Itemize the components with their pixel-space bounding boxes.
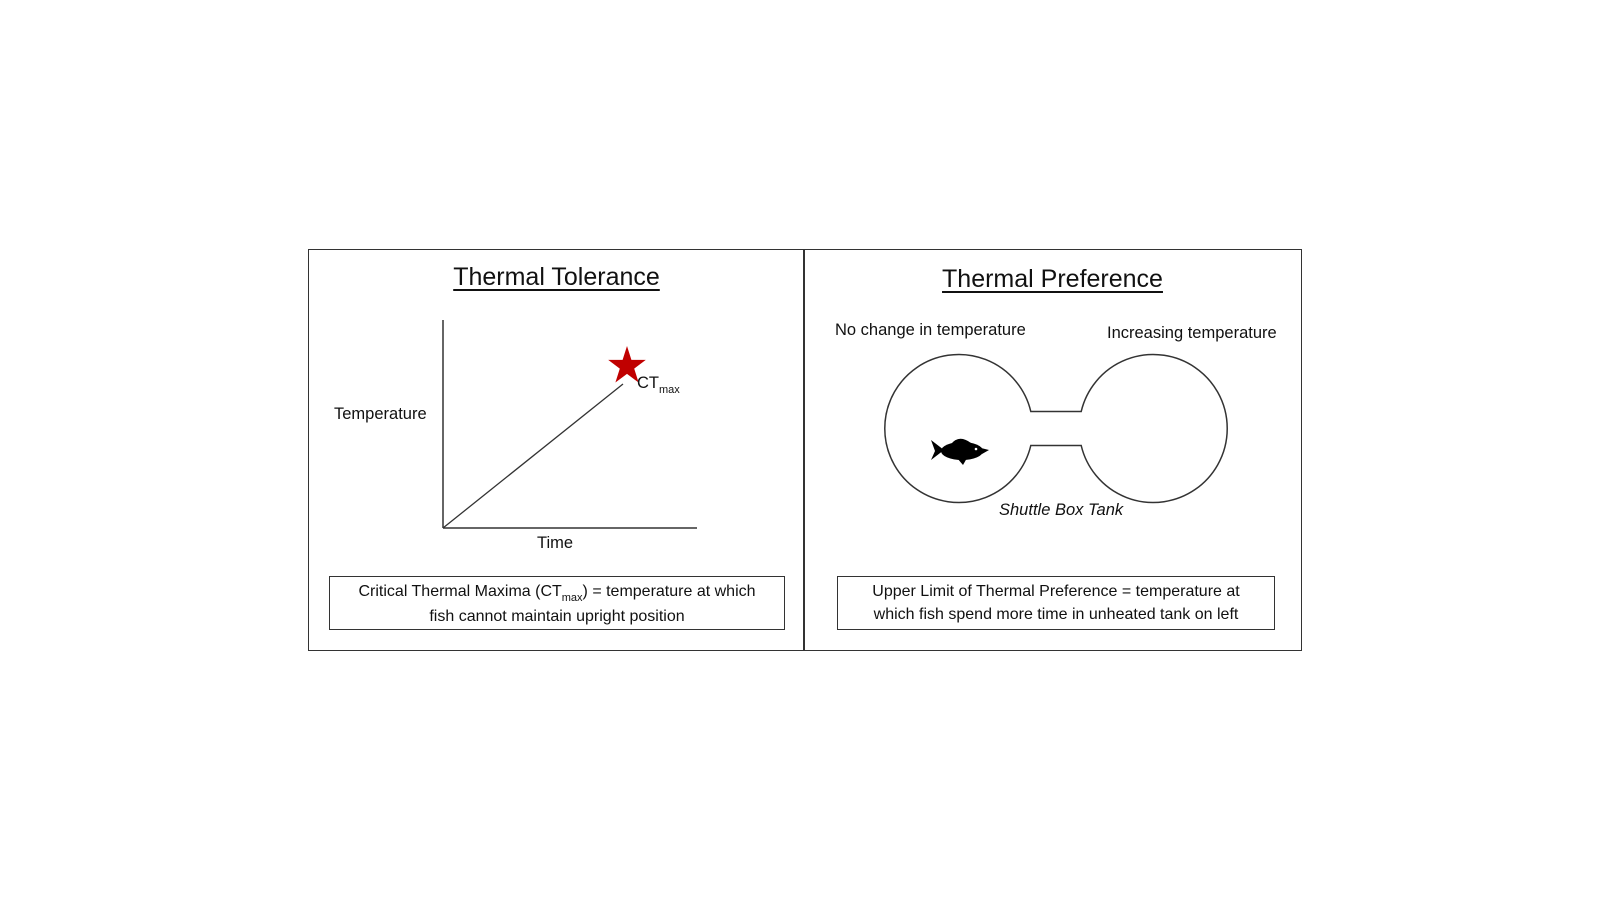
right-chamber-label: Increasing temperature bbox=[1107, 324, 1277, 342]
ctmax-label-main: CT bbox=[637, 374, 659, 392]
thermal-tolerance-panel: Thermal Tolerance Temperature Time CTmax… bbox=[308, 249, 805, 651]
y-axis-label: Temperature bbox=[334, 405, 427, 423]
ctmax-definition-line1: Critical Thermal Maxima (CTmax) = temper… bbox=[330, 580, 784, 605]
ctmax-definition-suffix: ) = temperature at which bbox=[582, 583, 756, 600]
thermal-preference-title: Thermal Preference bbox=[942, 265, 1163, 293]
fish-icon bbox=[931, 438, 989, 465]
preference-definition-line1: Upper Limit of Thermal Preference = temp… bbox=[872, 583, 1240, 600]
ctmax-label: CTmax bbox=[637, 374, 680, 396]
ctmax-definition-sub: max bbox=[561, 592, 583, 604]
shuttle-box-tank-diagram bbox=[884, 353, 1228, 504]
preference-definition-line2: which fish spend more time in unheated t… bbox=[873, 606, 1239, 623]
thermal-preference-panel: Thermal Preference No change in temperat… bbox=[803, 249, 1302, 651]
tolerance-graph bbox=[442, 320, 697, 529]
preference-definition-box: Upper Limit of Thermal Preference = temp… bbox=[837, 576, 1275, 630]
thermal-figure: Thermal Tolerance Temperature Time CTmax… bbox=[308, 249, 1302, 653]
left-chamber-label: No change in temperature bbox=[835, 321, 1026, 339]
thermal-tolerance-title: Thermal Tolerance bbox=[453, 263, 660, 291]
temperature-rise-line bbox=[442, 383, 624, 529]
shuttle-box-tank-outline bbox=[884, 353, 1228, 504]
ctmax-star-icon bbox=[608, 346, 646, 383]
x-axis-label: Time bbox=[537, 534, 574, 552]
ctmax-label-sub: max bbox=[659, 384, 680, 396]
tank-label: Shuttle Box Tank bbox=[999, 501, 1124, 519]
ctmax-definition-line2: fish cannot maintain upright position bbox=[429, 608, 685, 625]
ctmax-definition-box: Critical Thermal Maxima (CTmax) = temper… bbox=[329, 576, 785, 630]
ctmax-definition-prefix: Critical Thermal Maxima (CT bbox=[358, 583, 562, 600]
